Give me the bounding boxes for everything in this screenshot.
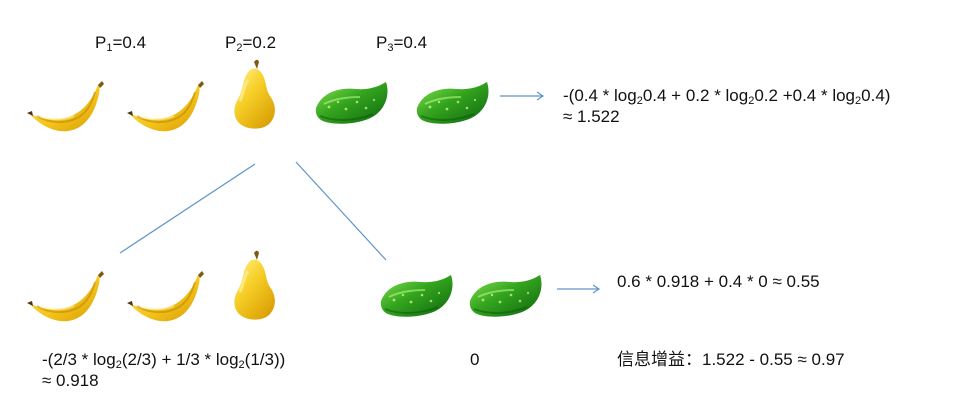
p1-label: P1=0.4 — [95, 33, 147, 54]
p2-symbol: P — [225, 33, 237, 52]
p2-value: =0.2 — [242, 33, 277, 52]
root-formula-part-c: 0.2 +0.4 * log — [754, 86, 856, 105]
p2-subscript: 2 — [236, 42, 243, 54]
left-formula-sub-a: 2 — [115, 359, 122, 371]
root-formula-sub-b: 2 — [748, 95, 755, 107]
information-gain-formula: 信息增益：1.522 - 0.55 ≈ 0.97 — [617, 350, 845, 369]
left-entropy-formula: -(2/3 * log2(2/3) + 1/3 * log2(1/3)) — [42, 350, 286, 371]
root-formula-part-b: 0.4 + 0.2 * log — [642, 86, 749, 105]
top-fruit-row — [26, 58, 490, 133]
bottom-left-fruit-row — [26, 249, 277, 323]
arrow-icon — [557, 284, 601, 294]
root-formula-part-d: 0.4) — [861, 86, 891, 105]
tree-lines — [119, 161, 387, 261]
banana-icon — [26, 80, 105, 133]
p3-label: P3=0.4 — [376, 33, 428, 54]
root-formula-sub-a: 2 — [636, 95, 643, 107]
bottom-right-fruit-row — [379, 274, 543, 318]
cucumber-icon — [415, 81, 490, 125]
p3-subscript: 3 — [387, 42, 394, 54]
p2-label: P2=0.2 — [225, 33, 277, 54]
p3-value: =0.4 — [393, 33, 428, 52]
root-formula-sub-c: 2 — [855, 95, 862, 107]
cucumber-icon — [468, 274, 543, 318]
banana-icon — [26, 270, 105, 323]
pear-icon — [232, 58, 277, 131]
left-formula-sub-b: 2 — [238, 359, 245, 371]
root-formula-part-a: -(0.4 * log — [563, 86, 637, 105]
pear-icon — [232, 249, 277, 322]
left-formula-part-c: (1/3)) — [244, 350, 286, 369]
p1-subscript: 1 — [106, 42, 113, 54]
cucumber-icon — [379, 274, 454, 318]
arrow-icon — [500, 91, 545, 101]
right-branch-line — [295, 161, 387, 261]
p1-value: =0.4 — [112, 33, 147, 52]
root-entropy-result: ≈ 1.522 — [563, 107, 620, 126]
p3-symbol: P — [376, 33, 388, 52]
left-branch-line — [119, 163, 256, 254]
weighted-entropy-formula: 0.6 * 0.918 + 0.4 * 0 ≈ 0.55 — [617, 272, 820, 291]
left-entropy-result: ≈ 0.918 — [42, 371, 99, 390]
p1-symbol: P — [95, 33, 107, 52]
root-entropy-formula: -(0.4 * log20.4 + 0.2 * log20.2 +0.4 * l… — [563, 86, 891, 107]
banana-icon — [126, 270, 205, 323]
right-entropy-result: 0 — [470, 350, 480, 369]
cucumber-icon — [314, 81, 389, 125]
left-formula-part-a: -(2/3 * log — [42, 350, 116, 369]
left-formula-part-b: (2/3) + 1/3 * log — [121, 350, 239, 369]
arrows — [500, 91, 601, 294]
banana-icon — [126, 80, 205, 133]
